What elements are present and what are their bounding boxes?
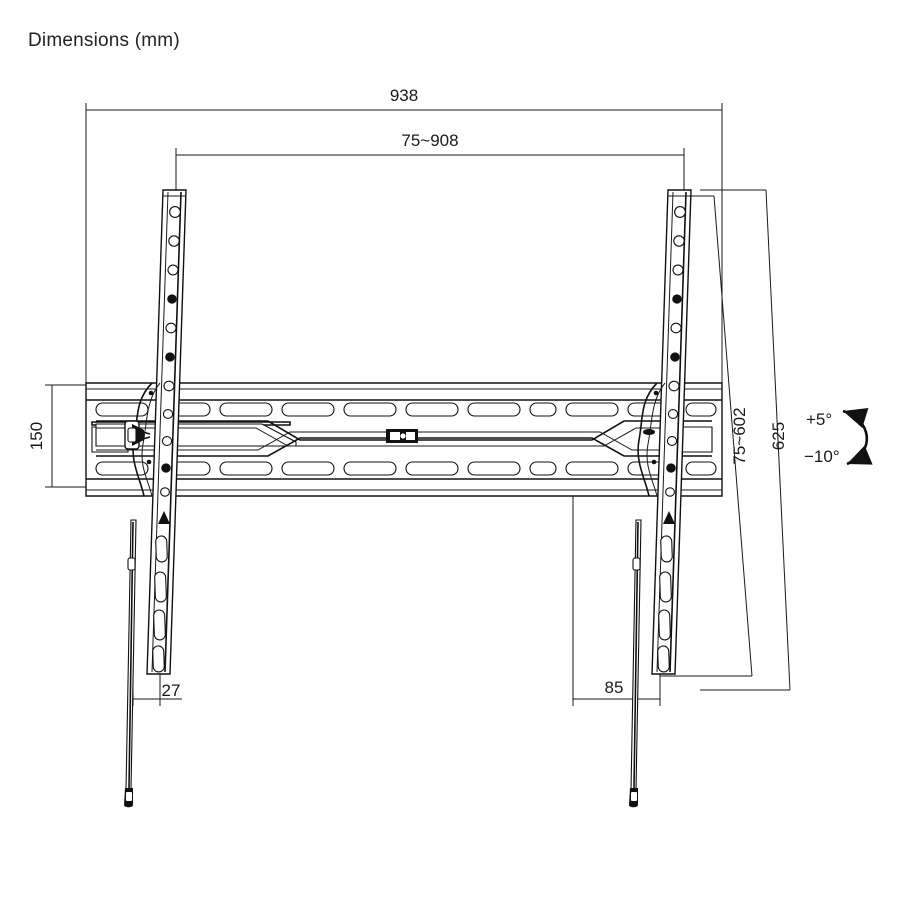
label-plate-height: 150 — [27, 422, 46, 450]
dimension-overall-height — [700, 189, 791, 691]
right-vertical-arm — [629, 189, 692, 808]
dimension-depth-right — [572, 496, 661, 706]
label-vesa-height: 75~602 — [730, 407, 749, 464]
left-lock-knob[interactable] — [124, 420, 151, 450]
label-overall-width: 938 — [390, 86, 418, 105]
label-tilt-up: +5° — [806, 410, 832, 429]
bubble-level-icon — [386, 429, 418, 443]
tilt-arc-arrow — [842, 408, 873, 466]
dimension-overall-width — [85, 103, 723, 392]
left-arm-hole-column — [152, 206, 181, 673]
label-depth-left: 27 — [162, 681, 181, 700]
wall-plate — [85, 382, 723, 497]
label-depth-right: 85 — [605, 678, 624, 697]
page-title: Dimensions (mm) — [28, 30, 180, 51]
left-vertical-arm — [124, 189, 187, 808]
label-tilt-down: −10° — [804, 447, 840, 466]
dimension-vesa-width — [175, 148, 685, 205]
label-vesa-width: 75~908 — [401, 131, 458, 150]
right-arm-hole-column — [657, 206, 686, 673]
label-overall-height: 625 — [769, 422, 788, 450]
